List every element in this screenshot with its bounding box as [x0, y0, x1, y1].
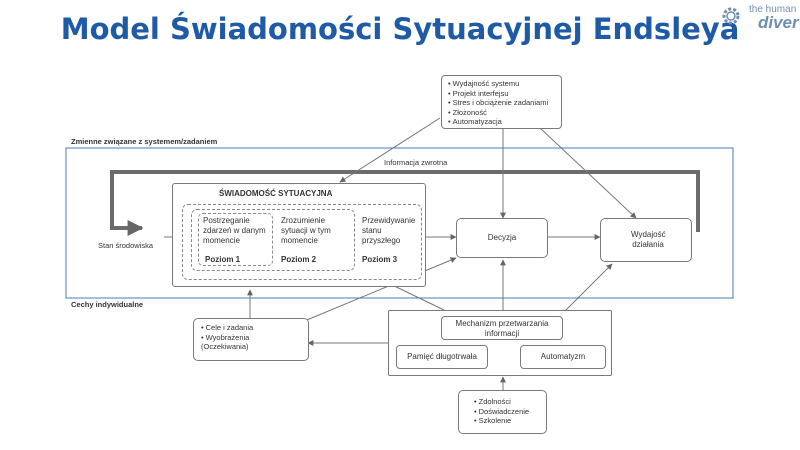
system-region: [65, 147, 734, 299]
situation-awareness-box: ŚWIADOMOŚĆ SYTUACYJNA Postrzeganie zdarz…: [172, 183, 426, 287]
processing-mechanism-label: Mechanizm przetwarzania informacji: [455, 319, 549, 338]
sa-level1-box: [198, 213, 273, 266]
sa-level2-box: [191, 209, 355, 271]
list-item: Cele i zadania: [201, 323, 271, 333]
system-region-label: Zmienne związane z systemem/zadaniem: [71, 137, 218, 146]
list-item: Wyobrażenia (Oczekiwania): [201, 333, 271, 352]
list-item: Złożoność: [448, 108, 548, 118]
sa-title: ŚWIADOMOŚĆ SYTUACYJNA: [219, 189, 333, 198]
list-item: Stres i obciążenie zadaniami: [448, 98, 548, 108]
abilities-box: Zdolności Doświadczenie Szkolenie: [458, 390, 547, 434]
abilities-list: Zdolności Doświadczenie Szkolenie: [474, 397, 529, 426]
sa-level2-text: Zrozumienie sytuacji w tym momencie: [281, 216, 331, 245]
sa-level2-label: Poziom 2: [281, 255, 317, 264]
performance-box: Wydajość działania: [600, 218, 692, 262]
feedback-label: Informacja zwrotna: [384, 158, 448, 167]
sa-levels-group: [182, 204, 422, 280]
goals-list: Cele i zadania Wyobrażenia (Oczekiwania): [201, 323, 271, 352]
list-item: Zdolności: [474, 397, 529, 407]
list-item: Doświadczenie: [474, 407, 529, 417]
performance-label: Wydajość działania: [631, 230, 666, 249]
automatism-label: Automatyzm: [540, 352, 586, 361]
logo-text-bottom: diver: [758, 13, 799, 32]
list-item: Projekt interfejsu: [448, 89, 548, 99]
sa-level1-text: Postrzeganie zdarzeń w danym momencie: [203, 216, 266, 245]
system-factors-list: Wydajność systemu Projekt interfejsu Str…: [448, 79, 548, 127]
list-item: Wydajność systemu: [448, 79, 548, 89]
individual-region-label: Cechy indywidualne: [71, 300, 144, 309]
processing-mechanism-box: Mechanizm przetwarzania informacji: [441, 316, 563, 340]
brand-logo: the human diver: [720, 2, 800, 34]
automatism-box: Automatyzm: [520, 345, 606, 369]
list-item: Szkolenie: [474, 416, 529, 426]
sa-level3-label: Poziom 3: [362, 255, 398, 264]
environment-label: Stan środowiska: [98, 241, 154, 250]
sa-level1-label: Poziom 1: [205, 255, 241, 264]
system-factors-box: Wydajność systemu Projekt interfejsu Str…: [441, 75, 562, 129]
feedback-loop: [110, 170, 700, 236]
memory-label: Pamięć długotrwała: [407, 352, 477, 361]
page-title: Model Świadomości Sytuacyjnej Endsleya: [60, 12, 740, 46]
decision-box: Decyzja: [456, 218, 548, 258]
list-item: Automatyzacja: [448, 117, 548, 127]
gear-icon: [722, 7, 740, 25]
memory-box: Pamięć długotrwała: [396, 345, 488, 369]
goals-box: Cele i zadania Wyobrażenia (Oczekiwania): [193, 318, 309, 361]
decision-label: Decyzja: [487, 233, 517, 242]
sa-level3-text: Przewidywanie stanu przyszłego: [362, 216, 416, 245]
logo-text-top: the human: [749, 4, 797, 15]
mechanisms-box: Mechanizm przetwarzania informacji Pamię…: [388, 310, 612, 376]
